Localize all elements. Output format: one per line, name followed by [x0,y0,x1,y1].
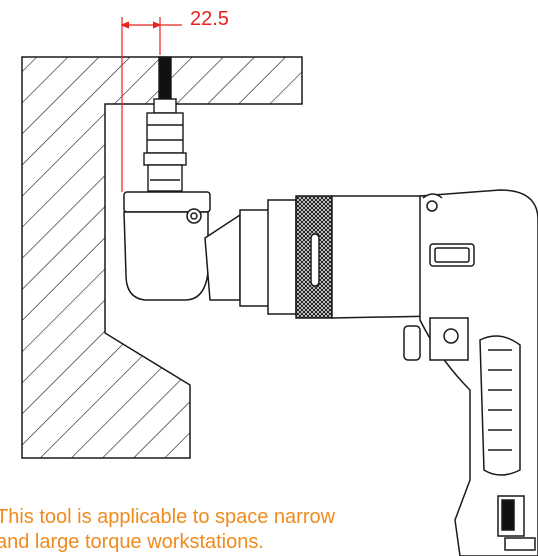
caption: This tool is applicable to space narrow … [0,505,536,555]
caption-line-1: This tool is applicable to space narrow [0,506,336,528]
angle-head [123,191,241,301]
angle-head-nutrunner [239,189,538,556]
dimension-lines [120,17,182,192]
caption-line-2: and large torque workstations. [0,531,264,553]
hatched-wall [21,56,303,459]
bolt-socket [143,56,187,192]
dimension-label: 22.5 [190,8,229,30]
